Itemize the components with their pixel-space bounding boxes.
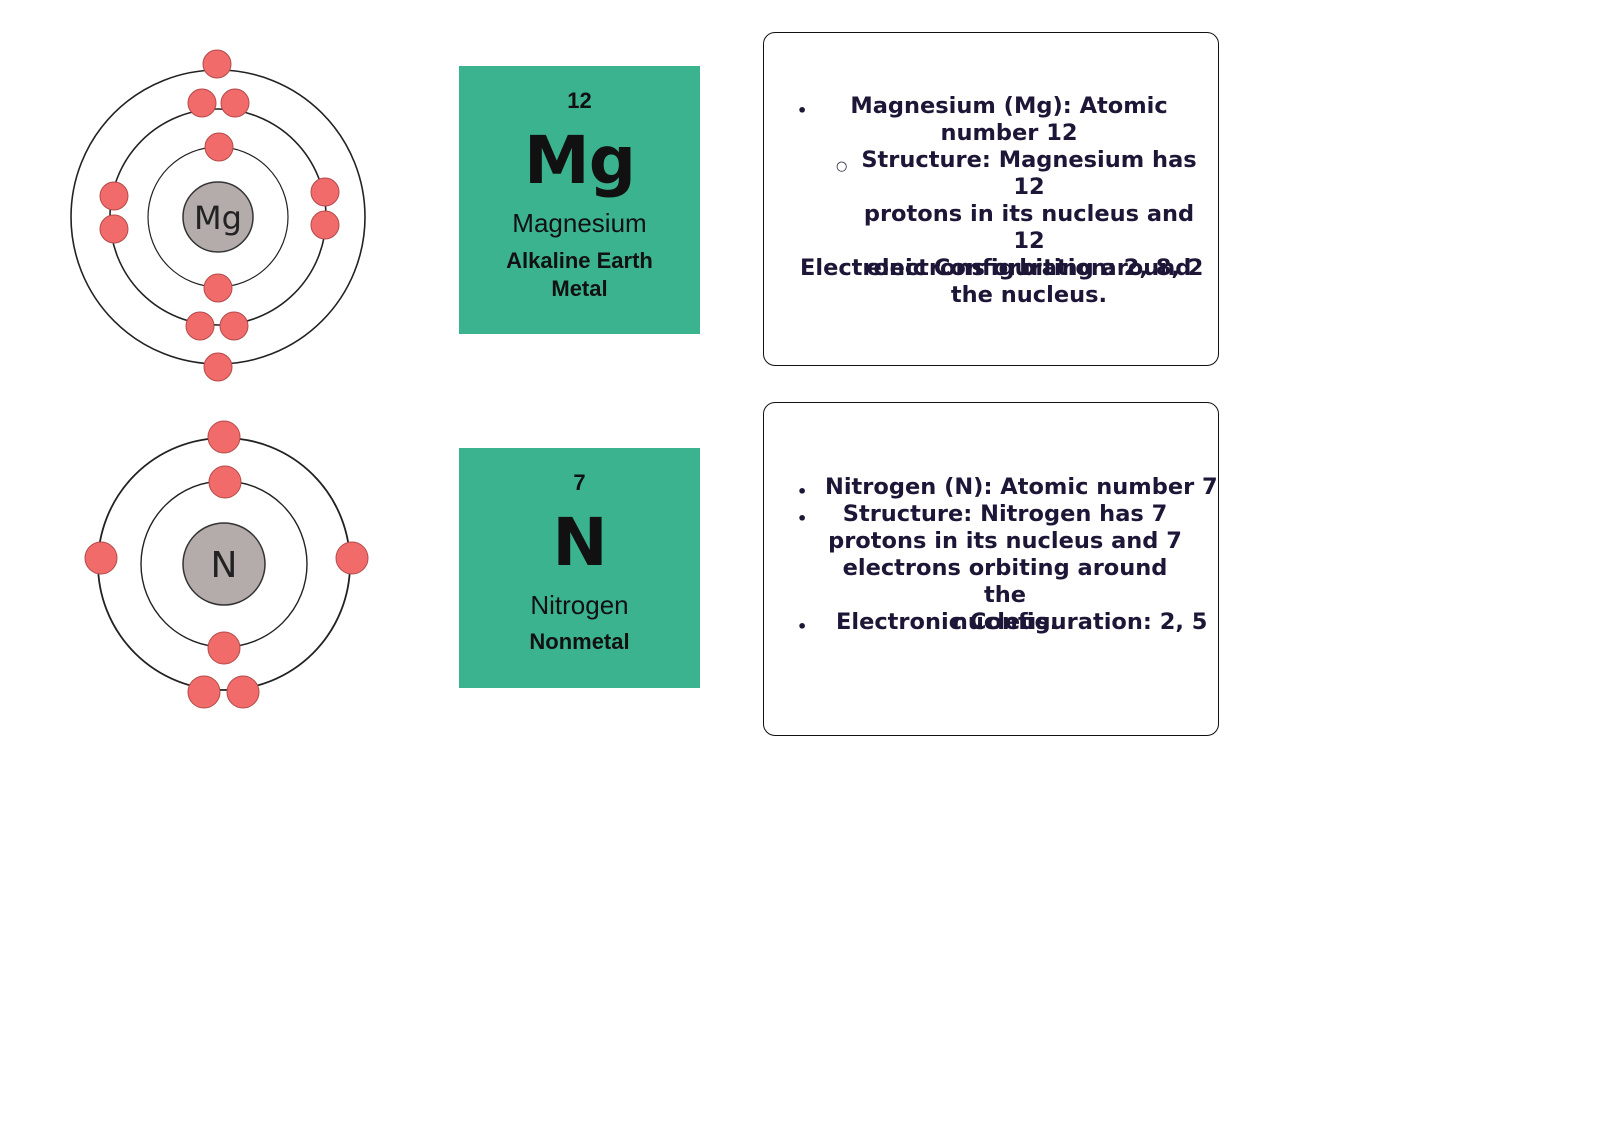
mg-electron bbox=[204, 132, 234, 162]
n-nucleus bbox=[182, 522, 266, 606]
mg-electron bbox=[203, 352, 233, 382]
magnesium-bohr-diagram: Mg bbox=[68, 45, 368, 385]
mg-info-item-structure: Structure: Magnesium has 12 protons in i… bbox=[861, 147, 1197, 308]
bullet-icon: • bbox=[797, 482, 808, 501]
mg-info-item-config: Electronic Configuration: 2, 8, 2 bbox=[800, 255, 1204, 281]
n-atomic-number: 7 bbox=[573, 470, 586, 495]
n-electron bbox=[207, 631, 241, 665]
bullet-icon: • bbox=[797, 509, 808, 528]
n-electron bbox=[335, 541, 369, 575]
n-electron bbox=[208, 465, 242, 499]
n-symbol: N bbox=[552, 504, 607, 581]
sub-bullet-icon: ○ bbox=[836, 159, 848, 174]
mg-nucleus-label: Mg bbox=[194, 199, 242, 237]
nitrogen-bohr-svg: N bbox=[84, 420, 369, 709]
magnesium-info-card: • Magnesium (Mg): Atomic number 12 ○ Str… bbox=[763, 32, 1219, 366]
mg-electron bbox=[99, 181, 129, 211]
mg-electron bbox=[220, 88, 250, 118]
n-electron bbox=[226, 675, 260, 709]
mg-electron bbox=[99, 214, 129, 244]
n-electron bbox=[84, 541, 118, 575]
mg-electron bbox=[203, 273, 233, 303]
n-electron bbox=[207, 420, 241, 454]
n-info-item-config: Electronic Configuration: 2, 5 bbox=[836, 609, 1208, 635]
n-category: Nonmetal bbox=[529, 629, 630, 654]
mg-name: Magnesium bbox=[512, 208, 647, 238]
nitrogen-element-tile: 7 N Nitrogen Nonmetal bbox=[459, 448, 700, 688]
nitrogen-bohr-diagram: N bbox=[80, 418, 380, 718]
mg-category-line2: Metal bbox=[551, 276, 608, 301]
magnesium-bohr-svg: Mg bbox=[70, 49, 366, 382]
mg-symbol: Mg bbox=[524, 122, 636, 199]
mg-electron bbox=[219, 311, 249, 341]
mg-electron bbox=[310, 210, 340, 240]
mg-electron bbox=[187, 88, 217, 118]
n-electron bbox=[187, 675, 221, 709]
mg-atomic-number: 12 bbox=[567, 88, 592, 113]
mg-info-item-atomic: Magnesium (Mg): Atomic number 12 bbox=[850, 93, 1168, 146]
mg-electron bbox=[202, 49, 232, 79]
n-info-item-structure: Structure: Nitrogen has 7 protons in its… bbox=[828, 501, 1182, 635]
n-info-item-atomic: Nitrogen (N): Atomic number 7 bbox=[825, 474, 1218, 500]
n-name: Nitrogen bbox=[530, 590, 629, 620]
mg-electron bbox=[185, 311, 215, 341]
mg-electron bbox=[310, 177, 340, 207]
mg-nucleus bbox=[182, 181, 254, 253]
bullet-icon: • bbox=[797, 617, 808, 636]
bullet-icon: • bbox=[797, 101, 808, 120]
n-nucleus-label: N bbox=[211, 545, 238, 586]
nitrogen-info-card: • Nitrogen (N): Atomic number 7 • Struct… bbox=[763, 402, 1219, 736]
mg-category-line1: Alkaline Earth bbox=[506, 248, 653, 273]
magnesium-element-tile: 12 Mg Magnesium Alkaline Earth Metal bbox=[459, 66, 700, 334]
